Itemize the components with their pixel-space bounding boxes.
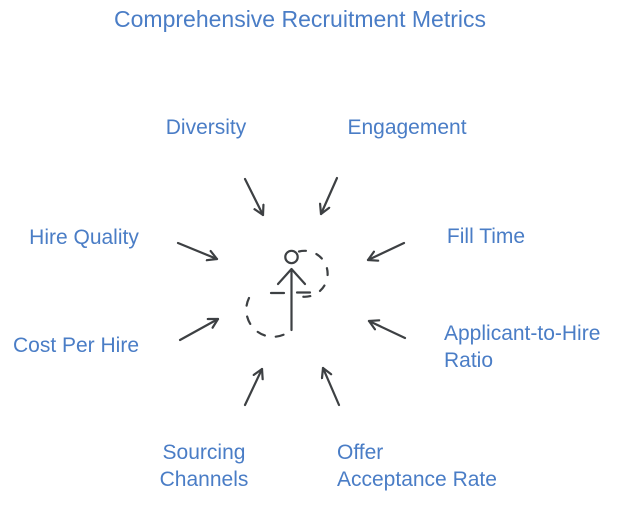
metric-label-fill-time: Fill Time [446, 225, 526, 248]
metric-label-cost-per-hire: Cost Per Hire [12, 334, 140, 357]
metric-label-offer-acceptance-rate: Offer Acceptance Rate [337, 441, 497, 491]
metric-label-diversity: Diversity [165, 116, 247, 139]
arrow-hire-quality-to-center [176, 241, 219, 259]
arrow-offer-acceptance-to-center [323, 366, 341, 407]
metric-label-applicant-to-hire-ratio: Applicant-to-Hire Ratio [444, 322, 601, 372]
arrow-diversity-to-center [243, 177, 263, 217]
page-title: Comprehensive Recruitment Metrics [114, 6, 486, 32]
upward-arrow-dashed-circles-icon [245, 249, 329, 338]
metric-label-hire-quality: Hire Quality [29, 226, 139, 249]
arrow-cost-per-hire-to-center [178, 319, 220, 342]
arrow-fill-time-to-center [366, 241, 406, 260]
arrow-engagement-to-center [321, 176, 339, 216]
metric-label-engagement: Engagement [347, 116, 467, 139]
metric-label-sourcing-channels: Sourcing Channels [159, 441, 249, 491]
icon-dashed-circle-right [295, 249, 329, 298]
icon-arrowhead [276, 267, 307, 286]
arrow-applicant-to-hire-to-center [367, 321, 407, 340]
icon-head-circle [284, 249, 299, 265]
arrow-sourcing-channels-to-center [243, 367, 262, 407]
icon-dashed-circle-left [245, 296, 292, 338]
